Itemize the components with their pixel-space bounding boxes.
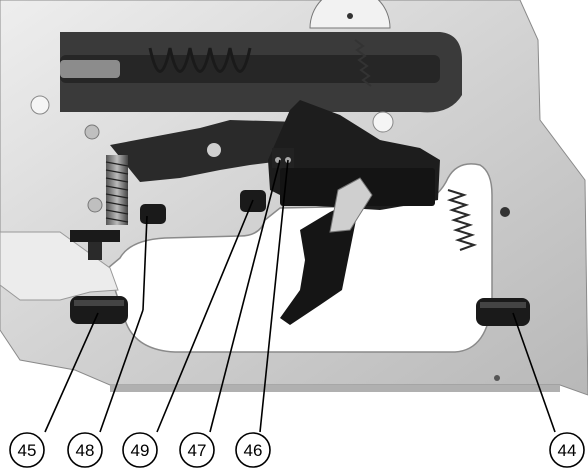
small-pins-46-47 [272, 148, 294, 168]
callout-49-label: 49 [131, 441, 150, 460]
frame-hole [372, 111, 394, 133]
roller-right [476, 298, 530, 326]
frame-hole [500, 207, 510, 217]
callout-46-label: 46 [244, 441, 263, 460]
leader-line-47 [209, 159, 281, 433]
callout-48-label: 48 [76, 441, 95, 460]
callout-44: 44 [549, 432, 585, 468]
callout-47: 47 [179, 432, 215, 468]
callout-47-label: 47 [188, 441, 207, 460]
callout-45: 45 [9, 432, 45, 468]
leader-line-46 [259, 159, 289, 433]
leader-line-49 [156, 199, 254, 433]
roller-left-upper [70, 230, 120, 260]
callout-46: 46 [235, 432, 271, 468]
left-window [0, 231, 119, 301]
callout-48: 48 [67, 432, 103, 468]
upper-small-spring [354, 39, 372, 87]
trigger-guard-opening [107, 163, 493, 353]
callout-44-label: 44 [558, 441, 577, 460]
callout-45-label: 45 [18, 441, 37, 460]
right-extension-spring [446, 189, 478, 251]
leader-line-48b [142, 215, 148, 311]
frame-hole [84, 124, 100, 140]
leader-line-45 [44, 312, 99, 433]
leader-line-44 [512, 312, 556, 433]
roller-left-lower [70, 296, 128, 324]
trigger [280, 205, 358, 325]
pin-48 [140, 204, 166, 224]
callout-49: 49 [122, 432, 158, 468]
main-spring [148, 47, 252, 73]
leader-line-48 [99, 309, 144, 433]
frame-hole [30, 95, 50, 115]
frame-hole [87, 197, 103, 213]
